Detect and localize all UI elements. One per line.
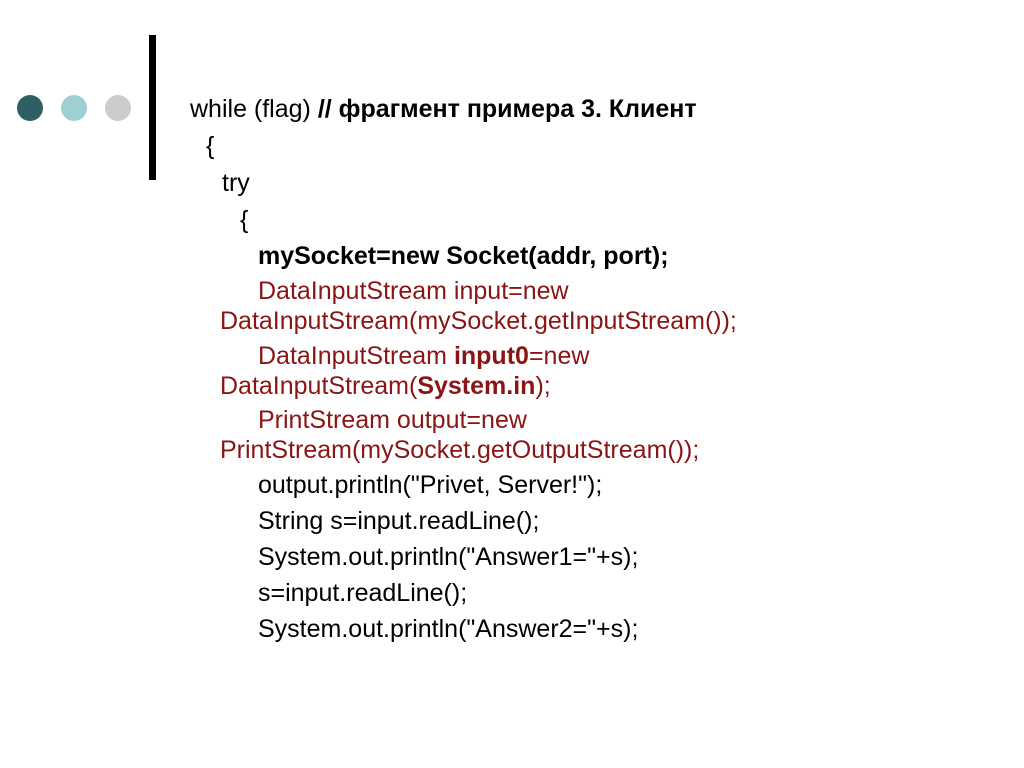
code-line-println-server: output.println("Privet, Server!"); bbox=[258, 471, 603, 499]
code-comment: // фрагмент примера 3. Клиент bbox=[317, 95, 697, 123]
code-line-println-answer1: System.out.println("Answer1="+s); bbox=[258, 543, 639, 571]
code-line-input0-decl: DataInputStream input0=new bbox=[258, 341, 589, 372]
system-in: System.in bbox=[417, 372, 536, 400]
code-line-readline-2: s=input.readLine(); bbox=[258, 579, 468, 607]
input0-ctor: DataInputStream( bbox=[220, 372, 418, 400]
code-line-while: while (flag) // фрагмент примера 3. Клие… bbox=[190, 94, 697, 125]
decor-dot-light bbox=[61, 95, 87, 121]
code-line-input-decl: DataInputStream input=new bbox=[258, 277, 569, 305]
decor-dot-dark bbox=[17, 95, 43, 121]
input0-close: ); bbox=[535, 372, 551, 400]
code-line-socket: mySocket=new Socket(addr, port); bbox=[258, 242, 669, 270]
while-statement: while (flag) bbox=[190, 95, 318, 123]
code-line-output-decl: PrintStream output=new bbox=[258, 406, 527, 434]
code-line-output-init: PrintStream(mySocket.getOutputStream()); bbox=[220, 436, 700, 464]
code-line-println-answer2: System.out.println("Answer2="+s); bbox=[258, 615, 639, 643]
decor-dot-gray bbox=[105, 95, 131, 121]
input0-name: input0 bbox=[453, 342, 529, 370]
code-line-readline-1: String s=input.readLine(); bbox=[258, 507, 540, 535]
decor-vertical-bar bbox=[149, 35, 156, 180]
input0-assign: =new bbox=[528, 342, 590, 370]
code-line-open-brace-outer: { bbox=[206, 132, 215, 160]
code-line-open-brace-inner: { bbox=[240, 206, 249, 234]
input0-type: DataInputStream bbox=[258, 342, 454, 370]
code-line-try: try bbox=[222, 169, 250, 197]
code-line-input-init: DataInputStream(mySocket.getInputStream(… bbox=[220, 307, 737, 335]
code-line-input0-init: DataInputStream(System.in); bbox=[220, 371, 551, 402]
